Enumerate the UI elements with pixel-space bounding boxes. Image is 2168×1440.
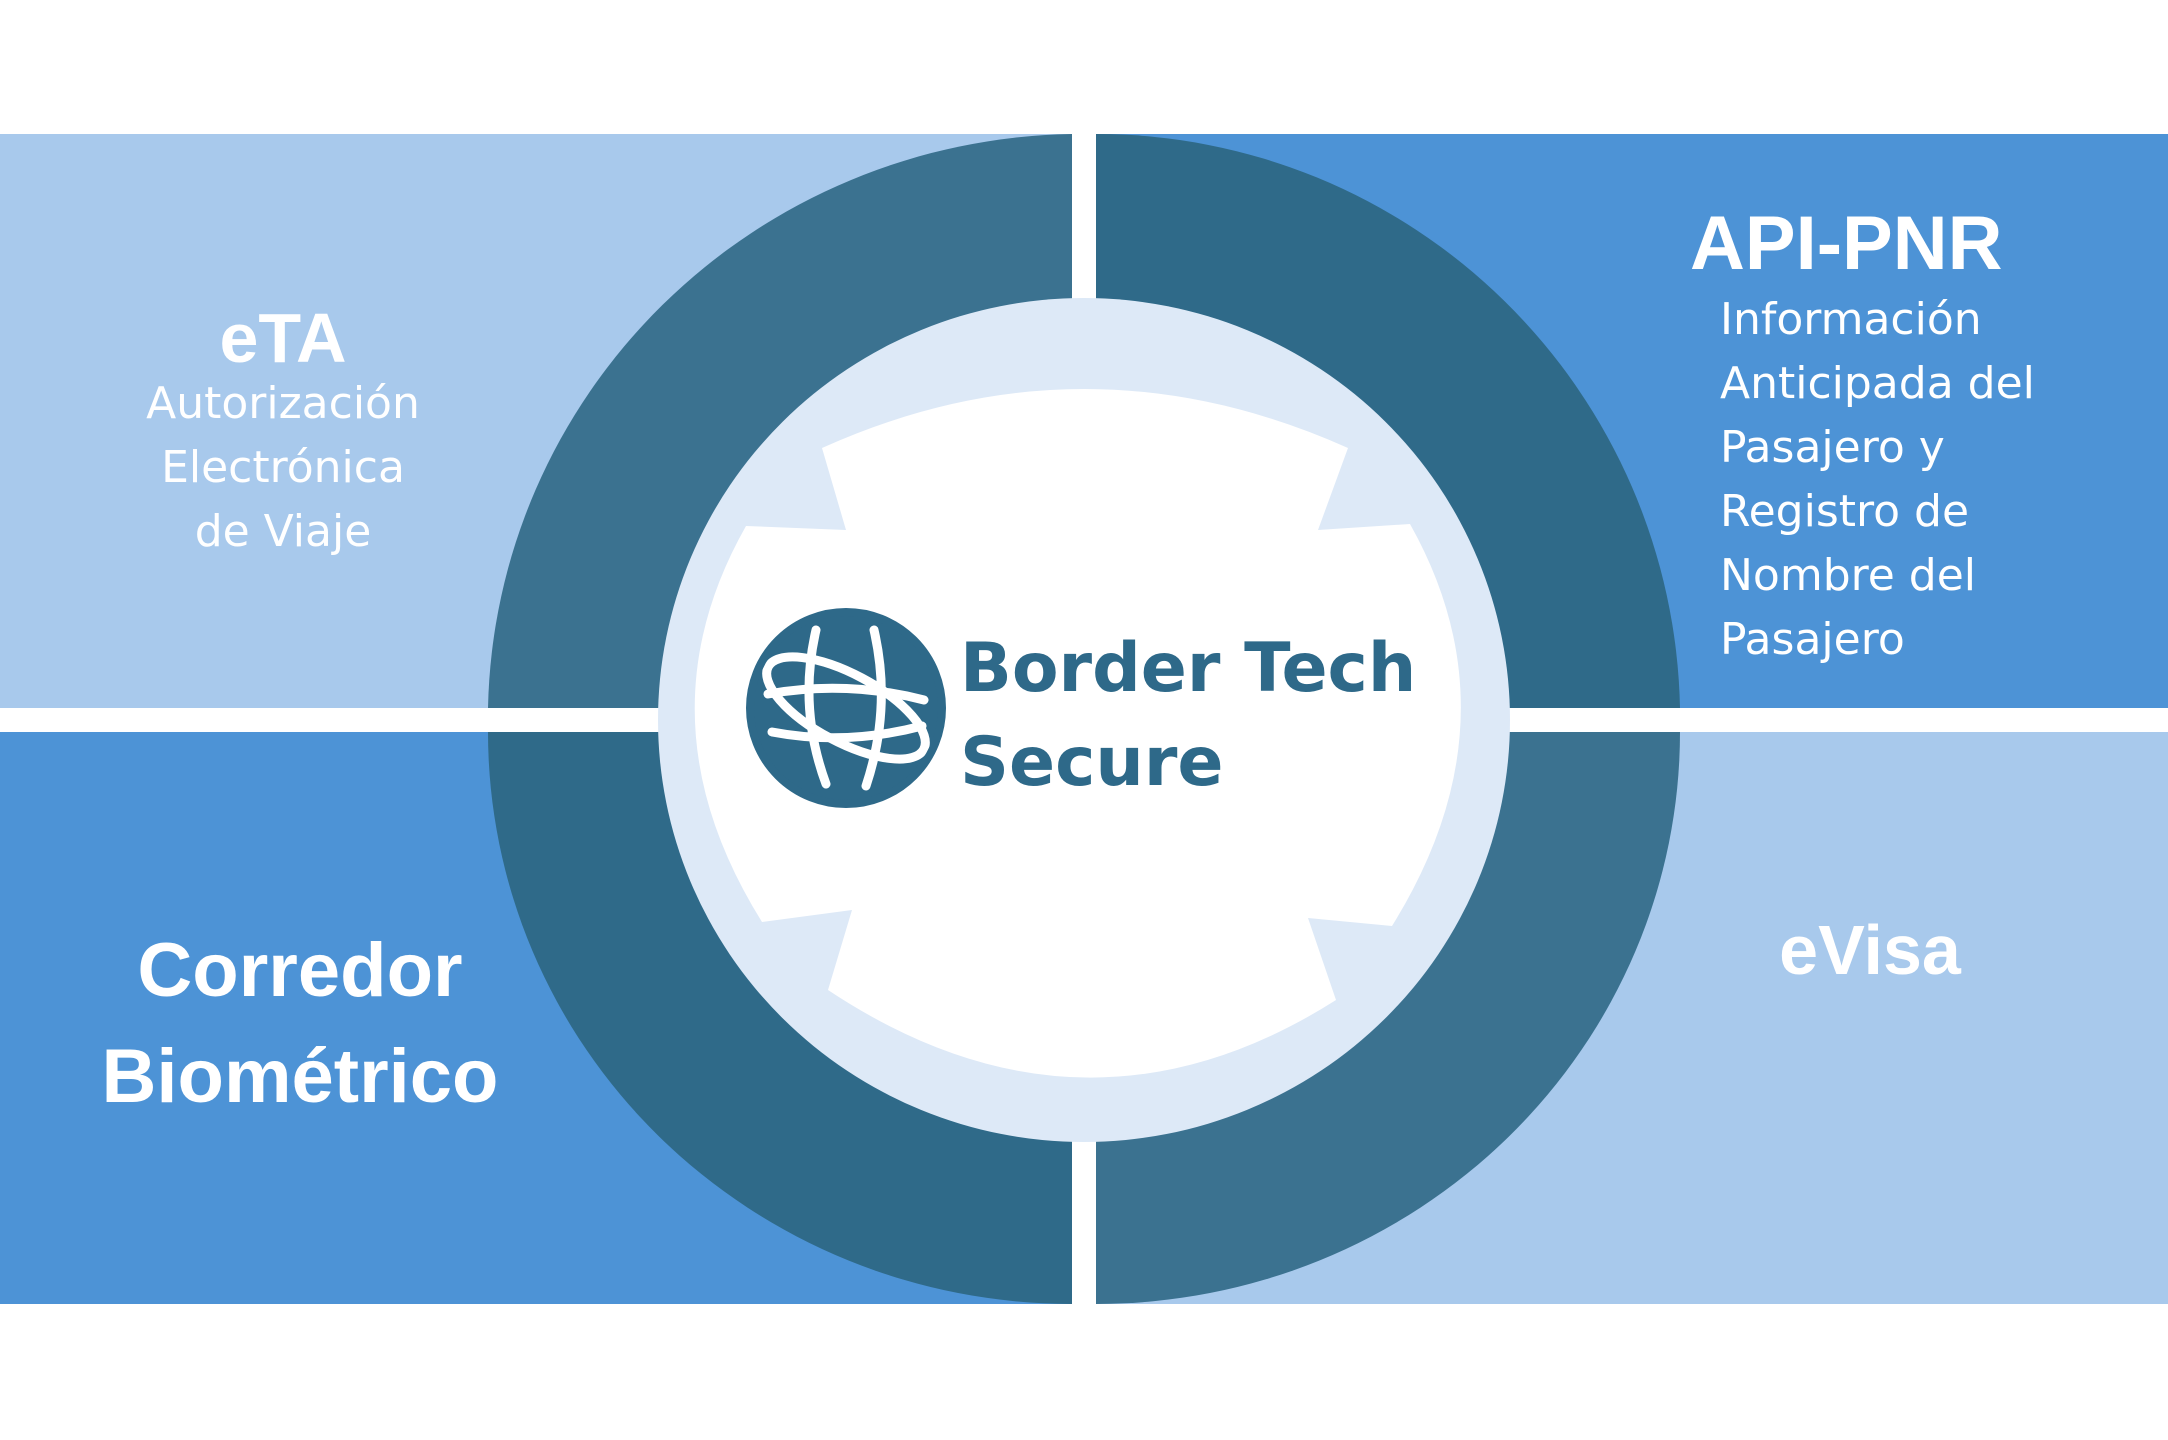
eta-desc-line-1: Autorización (146, 378, 420, 429)
api-desc-line-4: Registro de (1720, 486, 1970, 537)
eta-desc-line-3: de Viaje (194, 506, 372, 557)
corredor-biometrico-title: Corredor Biométrico (70, 918, 530, 1130)
brand-line-2: Secure (960, 723, 1224, 802)
brand-name: Border Tech Secure (960, 622, 1420, 810)
api-desc-line-3: Pasajero y (1720, 422, 1945, 473)
globe-orbit-icon (746, 608, 946, 808)
brand-line-1: Border Tech (960, 629, 1417, 708)
cb-title-line-2: Biométrico (101, 1034, 499, 1119)
api-desc-line-2: Anticipada del (1720, 358, 2035, 409)
eta-desc-line-2: Electrónica (161, 442, 405, 493)
eta-title: eTA (219, 299, 347, 377)
eta-description: Autorización Electrónica de Viaje (110, 372, 456, 564)
cb-title-line-1: Corredor (137, 928, 463, 1013)
api-desc-line-5: Nombre del (1720, 550, 1977, 601)
api-desc-line-6: Pasajero (1720, 614, 1905, 665)
center-shape (694, 389, 1461, 1078)
api-pnr-title: API-PNR (1690, 201, 2003, 286)
api-desc-line-1: Información (1720, 294, 1982, 345)
evisa-title: eVisa (1779, 911, 1961, 989)
api-pnr-description: Información Anticipada del Pasajero y Re… (1720, 288, 2120, 672)
